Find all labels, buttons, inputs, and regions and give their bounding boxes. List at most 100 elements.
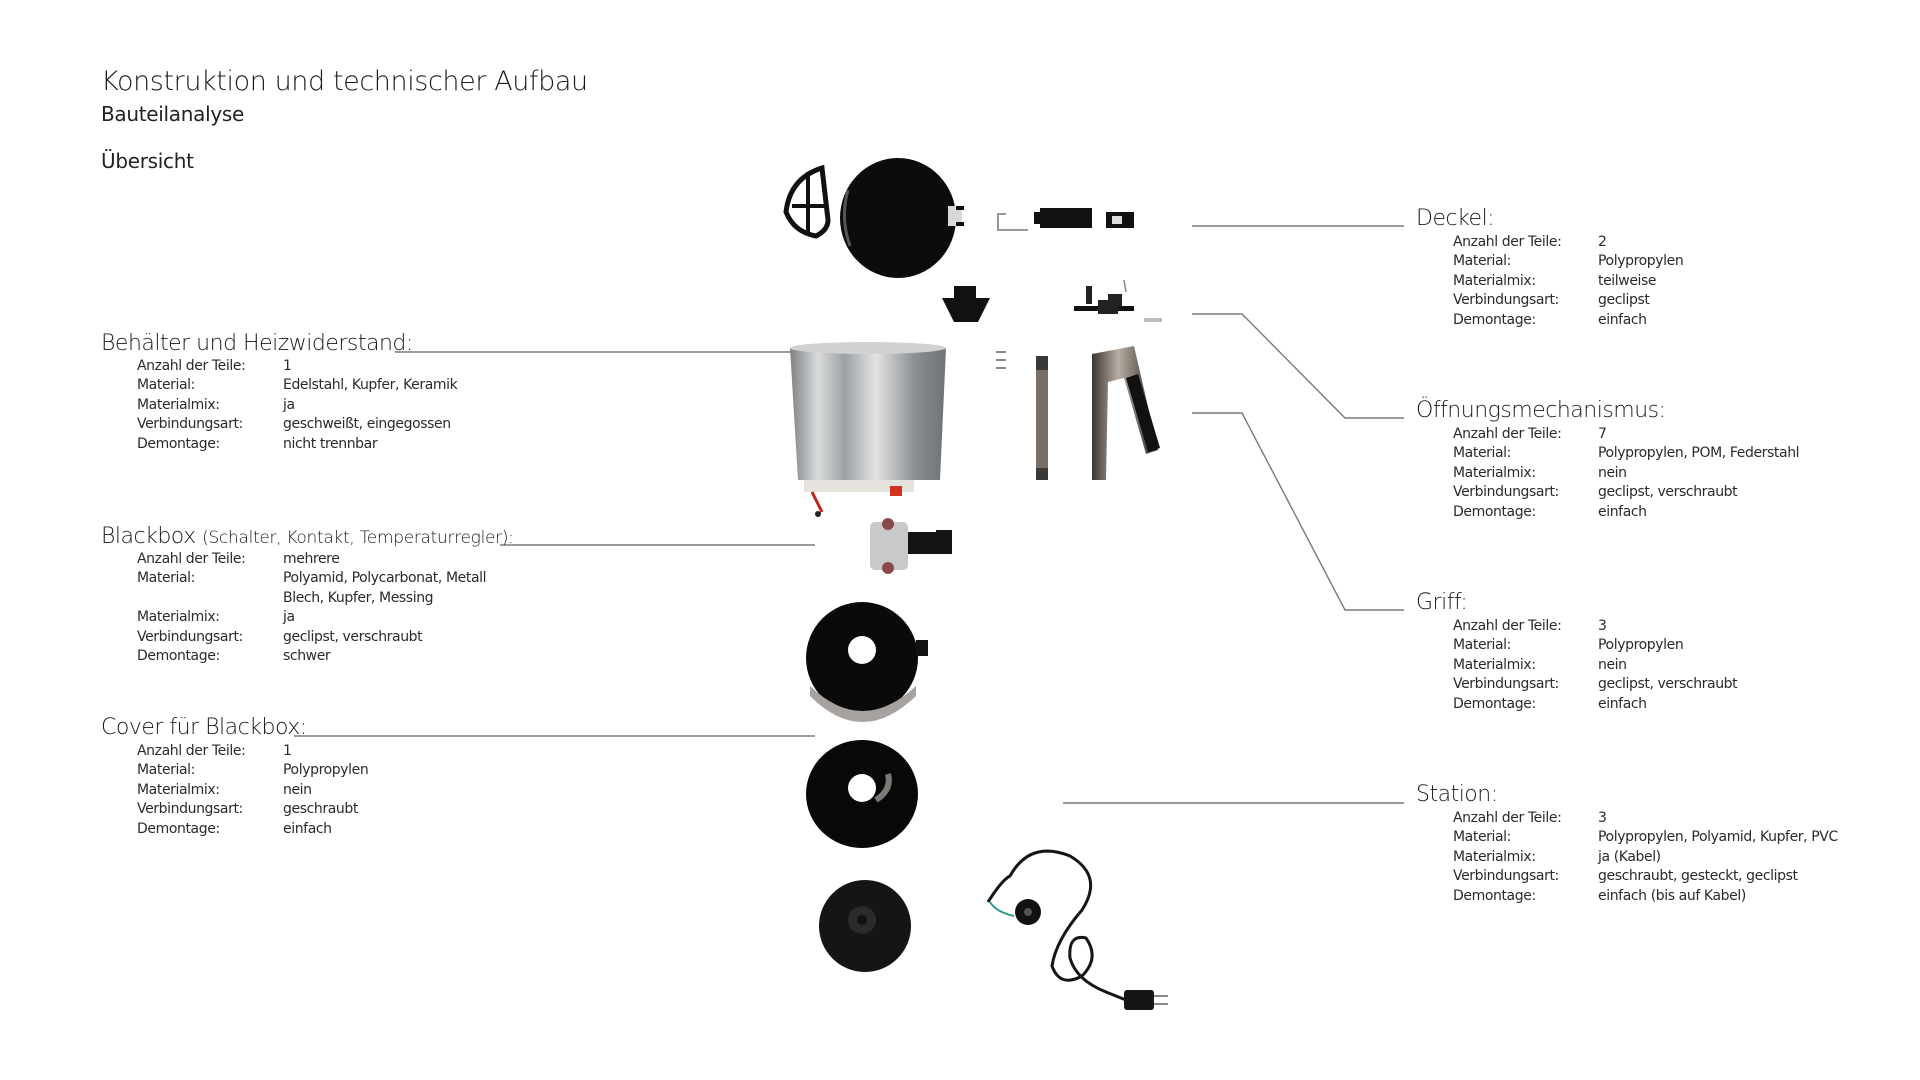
value-material-cont: Blech, Kupfer, Messing [283, 589, 434, 606]
screws-part [996, 351, 1006, 369]
prop-row-disassembly: Demontage:nicht trennbar [137, 435, 457, 454]
label-joint: Verbindungsart: [137, 416, 243, 433]
value-joint: geclipst, verschraubt [1598, 484, 1738, 501]
prop-row-material: Material: Polypropylen [137, 761, 369, 780]
props-deckel: Anzahl der Teile:2 Material:Polypropylen… [1453, 233, 1684, 330]
prop-row-disassembly: Demontage:einfach [1453, 311, 1683, 330]
station-base-part [819, 880, 911, 972]
value-material: Polypropylen, POM, Federstahl [1598, 445, 1800, 462]
value-mix: ja (Kabel) [1598, 848, 1661, 865]
label-material: Material: [137, 762, 195, 779]
section-title: Übersicht [101, 149, 194, 173]
prop-row-mix: Materialmix: teilweise [1453, 272, 1683, 291]
label-material: Material: [1453, 637, 1511, 654]
leader-line-griff [1192, 412, 1404, 611]
prop-row-joint: Verbindungsart: geclipst, verschraubt [1453, 483, 1799, 502]
value-material: Polyamid, Polycarbonat, Metall [283, 570, 487, 587]
prop-row-count: Anzahl der Teile: 2 [1453, 233, 1683, 252]
value-joint: geschraubt, gesteckt, geclipst [1598, 868, 1798, 885]
value-mix: nein [283, 781, 312, 798]
value-disassembly: einfach (bis auf Kabel) [1598, 887, 1746, 904]
label-mix: Materialmix: [137, 396, 220, 413]
prop-row-material-cont: Blech, Kupfer, Messing [137, 589, 486, 608]
prop-row-disassembly: Demontage:einfach [1453, 695, 1737, 714]
label-disassembly: Demontage: [1453, 503, 1536, 520]
prop-row-material: Material: Polypropylen, POM, Federstahl [1453, 444, 1800, 463]
value-count: 2 [1598, 234, 1607, 250]
label-joint: Verbindungsart: [137, 801, 243, 818]
props-cover: Anzahl der Teile: 1 Material: Polypropylen… [137, 742, 369, 839]
props-blackbox: Anzahl der Teile: mehrere Material: Polyam… [137, 550, 487, 666]
value-mix: teilweise [1598, 272, 1657, 289]
value-material: Polypropylen [1598, 253, 1684, 270]
heading-griff: Griff: [1416, 590, 1468, 615]
label-material: Material: [137, 570, 195, 587]
lid-part [840, 158, 964, 278]
latch-parts [997, 208, 1134, 231]
label-material: Material: [137, 377, 195, 394]
label-mix: Materialmix: [1453, 848, 1536, 865]
value-material: Polypropylen, Polyamid, Kupfer, PVC [1598, 829, 1838, 846]
prop-row-count: Anzahl der Teile:1 [137, 357, 457, 376]
value-count: 1 [283, 743, 292, 759]
label-disassembly: Demontage: [1453, 887, 1536, 904]
opening-mechanism-parts [942, 279, 1162, 322]
prop-row-material: Material:Edelstahl, Kupfer, Keramik [137, 376, 458, 395]
prop-row-material: Material:Polypropylen [1453, 636, 1737, 655]
label-joint: Verbindungsart: [1453, 484, 1559, 501]
value-count: mehrere [283, 551, 340, 567]
value-count: 7 [1598, 426, 1607, 442]
label-count: Anzahl der Teile: [1453, 618, 1562, 634]
label-mix: Materialmix: [1453, 656, 1536, 673]
label-count: Anzahl der Teile: [1453, 426, 1562, 442]
value-joint: geschraubt [283, 801, 358, 818]
label-count: Anzahl der Teile: [137, 743, 246, 759]
value-count: 3 [1598, 618, 1607, 634]
prop-row-joint: Verbindungsart: geschraubt [137, 800, 368, 819]
prop-row-mix: Materialmix: ja (Kabel) [1453, 848, 1838, 867]
cover-bowl-part [806, 602, 928, 722]
leader-line-oeffnung [1192, 313, 1404, 419]
prop-row-mix: Materialmix: nein [1453, 656, 1737, 675]
prop-row-disassembly: Demontage:einfach [137, 820, 368, 839]
label-joint: Verbindungsart: [1453, 868, 1559, 885]
prop-row-count: Anzahl der Teile: 7 [1453, 425, 1799, 444]
label-joint: Verbindungsart: [1453, 292, 1559, 309]
heading-blackbox: Blackbox (Schalter, Kontakt, Temperaturr… [101, 524, 514, 549]
container-part [790, 342, 946, 517]
value-disassembly: einfach [1598, 695, 1647, 712]
heading-blackbox-name: Blackbox [101, 524, 196, 549]
prop-row-disassembly: Demontage:einfach [1453, 503, 1799, 522]
props-station: Anzahl der Teile:3 Material:Polypropylen… [1453, 809, 1838, 906]
label-disassembly: Demontage: [137, 647, 220, 664]
label-mix: Materialmix: [1453, 464, 1536, 481]
label-count: Anzahl der Teile: [1453, 234, 1562, 250]
label-disassembly: Demontage: [1453, 311, 1536, 328]
handle-strip-part [1036, 356, 1048, 480]
label-mix: Materialmix: [137, 609, 220, 626]
label-mix: Materialmix: [1453, 272, 1536, 289]
heading-blackbox-note: (Schalter, Kontakt, Temperaturregler): [202, 528, 514, 548]
heading-behaelter: Behälter und Heizwiderstand: [101, 331, 413, 356]
value-mix: nein [1598, 656, 1627, 673]
value-material: Polypropylen [283, 762, 369, 779]
value-mix: ja [283, 609, 295, 626]
label-count: Anzahl der Teile: [137, 551, 246, 567]
exploded-view [783, 158, 1168, 1010]
lid-filter-part [783, 164, 831, 239]
value-joint: geschweißt, eingegossen [283, 416, 451, 433]
heading-deckel: Deckel: [1416, 206, 1495, 231]
prop-row-joint: Verbindungsart:geclipst, verschraubt [137, 628, 486, 647]
label-count: Anzahl der Teile: [137, 358, 246, 374]
prop-row-mix: Materialmix:nein [137, 781, 368, 800]
prop-row-disassembly: Demontage: einfach (bis auf Kabel) [1453, 887, 1838, 906]
page-title: Konstruktion und technischer Aufbau [101, 66, 588, 97]
props-oeffnung: Anzahl der Teile: 7 Material: Polypropylen… [1453, 425, 1800, 522]
label-disassembly: Demontage: [137, 820, 220, 837]
label-material: Material: [1453, 445, 1511, 462]
power-cord-part [986, 849, 1168, 1010]
value-joint: geclipst, verschraubt [283, 628, 423, 645]
prop-row-material: Material: Polyamid, Polycarbonat, Metall [137, 569, 487, 588]
prop-row-joint: Verbindungsart:geclipst, verschraubt [1453, 675, 1738, 694]
prop-row-material: Material:Polypropylen, Polyamid, Kupfer,… [1453, 828, 1838, 847]
